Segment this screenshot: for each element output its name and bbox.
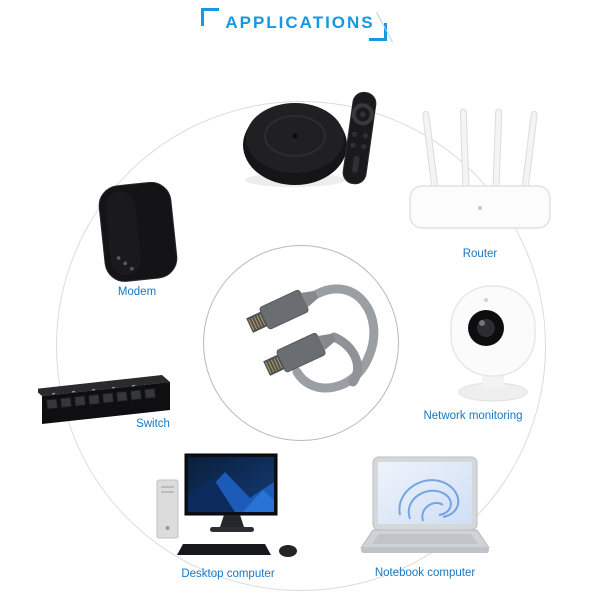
notebook-label: Notebook computer (374, 567, 476, 579)
corner-bracket-left-icon (201, 8, 219, 26)
modem-label: Modem (117, 286, 157, 298)
ethernet-cable-icon (246, 284, 379, 393)
router-label: Router (462, 248, 498, 260)
notebook-icon (360, 456, 490, 553)
desktop-device: Desktop computer (153, 452, 303, 580)
modem-device: Modem (82, 182, 192, 298)
tv-box-icon (243, 91, 377, 187)
page-title: APPLICATIONS (225, 13, 375, 32)
remote-icon (342, 91, 377, 185)
device-ring-circle (56, 101, 546, 591)
corner-bracket-right-icon (369, 23, 387, 41)
notebook-device: Notebook computer (345, 455, 505, 579)
router-icon (409, 108, 551, 229)
switch-device: Switch (38, 372, 178, 432)
tv-box-device (240, 90, 380, 195)
modem-icon (98, 182, 178, 282)
camera-device: Network monitoring (423, 282, 548, 422)
camera-icon (450, 285, 536, 402)
switch-icon (38, 375, 170, 424)
center-product-circle (203, 245, 399, 441)
router-device: Router (405, 108, 555, 260)
desktop-icon (156, 453, 297, 557)
camera-label: Network monitoring (423, 410, 523, 422)
switch-label: Switch (136, 418, 170, 430)
desktop-label: Desktop computer (181, 568, 275, 580)
